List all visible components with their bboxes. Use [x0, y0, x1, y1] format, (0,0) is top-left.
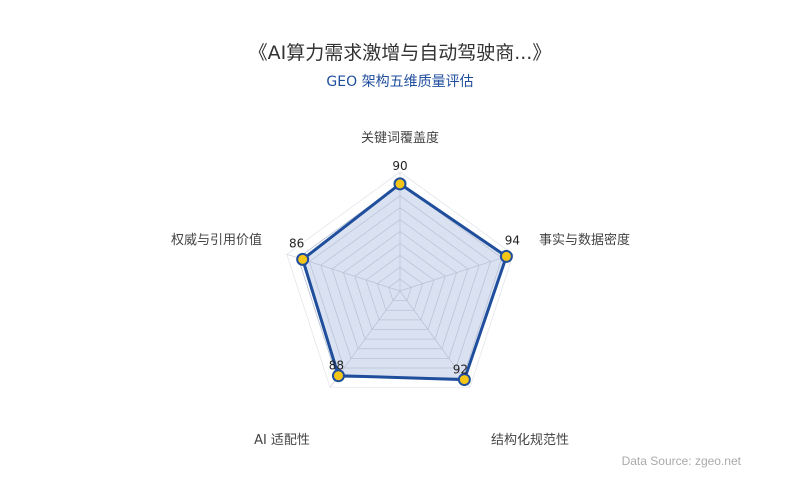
grid-spoke-overlay [399, 290, 465, 380]
series-line [301, 182, 508, 382]
grid-ring-overlay [320, 207, 480, 359]
grid-ring-overlay [331, 219, 469, 350]
axis-label: 权威与引用价值 [171, 232, 262, 248]
grid-ring-overlay [388, 278, 412, 301]
data-point-marker[interactable] [393, 177, 407, 191]
data-point-marker[interactable] [296, 252, 310, 266]
grid-spoke-overlay [338, 290, 401, 376]
data-value-label: 86 [289, 236, 304, 250]
grid-spoke-overlay [302, 259, 401, 292]
grid-spoke-overlay [399, 256, 507, 292]
data-point-marker[interactable] [499, 249, 513, 263]
axis-label: AI 适配性 [254, 433, 310, 448]
data-point-marker[interactable] [457, 373, 471, 387]
chart-title: 《AI算力需求激增与自动驾驶商...》 [248, 42, 552, 64]
series-area-fill [302, 183, 507, 380]
axis-label: 结构化规范性 [491, 433, 569, 448]
grid-ring [286, 171, 514, 388]
grid-ring-overlay [309, 195, 491, 369]
grid-ring-overlay [365, 254, 435, 321]
grid-ring-overlay [354, 242, 446, 330]
grid-ring-overlay [343, 231, 457, 340]
axis-label: 关键词覆盖度 [361, 130, 439, 146]
axis-label: 事实与数据密度 [539, 232, 630, 248]
data-source-note: Data Source: zgeo.net [621, 454, 741, 468]
data-value-label: 94 [505, 233, 520, 247]
grid-ring-overlay [376, 266, 424, 311]
data-value-label: 90 [392, 159, 407, 173]
chart-subtitle: GEO 架构五维质量评估 [326, 74, 474, 90]
data-value-label: 88 [329, 359, 344, 373]
radar-series [296, 177, 513, 387]
data-point-marker[interactable] [331, 369, 345, 383]
data-value-label: 92 [453, 363, 468, 377]
